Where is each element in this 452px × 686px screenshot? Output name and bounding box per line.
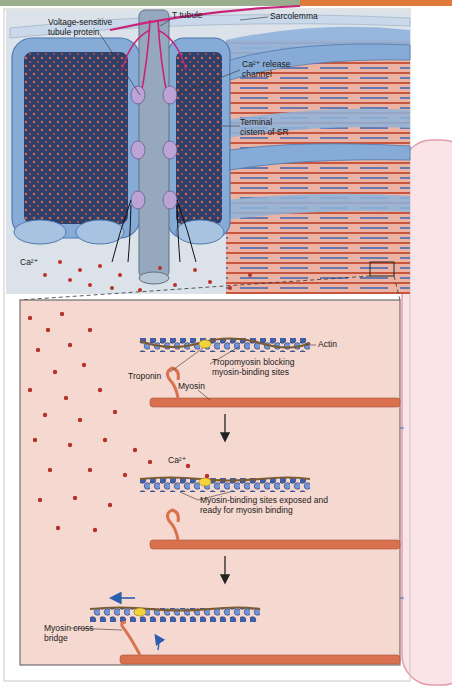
membrane-label: Sarcolemma <box>270 12 340 22</box>
binding-site-label: Myosin-binding sites exposed and ready f… <box>200 496 330 515</box>
ion-label: Ca²⁺ <box>168 456 198 466</box>
filament-label: Myosin <box>178 382 218 392</box>
cross-bridge-label: Myosin cross bridge <box>44 624 94 643</box>
tubule-label: T tubule <box>172 11 222 21</box>
ion-label: Ca²⁺ <box>20 258 50 268</box>
protein-label: Troponin <box>128 372 178 382</box>
protein-label: Tropomyosin blocking myosin-binding site… <box>212 358 322 377</box>
channel-label: Ca²⁺ release channel <box>242 60 298 79</box>
protein-label: Voltage-sensitive tubule protein <box>48 18 128 37</box>
filament-label: Actin <box>318 340 358 350</box>
cistern-label: Terminal cistern of SR <box>240 118 296 137</box>
